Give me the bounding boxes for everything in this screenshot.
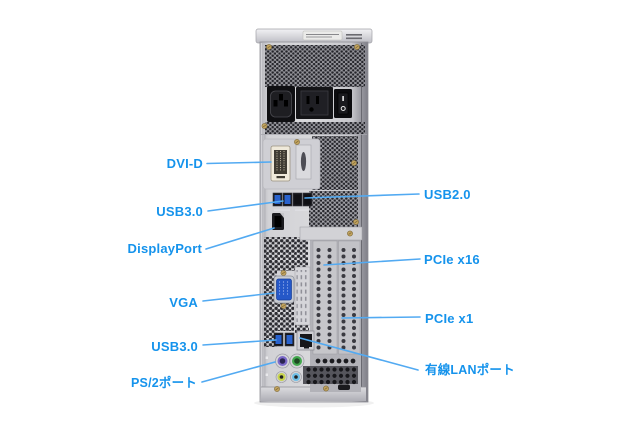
vga-port <box>273 270 295 309</box>
power-switch <box>334 89 352 118</box>
ps2-ports <box>265 353 305 369</box>
expansion-top-rail <box>299 226 363 241</box>
top-vent-mesh <box>265 45 365 134</box>
label-ps2-port: PS/2ポート <box>131 376 197 390</box>
label-vga: VGA <box>169 295 198 310</box>
kensington-lock-slot <box>338 384 350 390</box>
pcie-x16-slot <box>312 240 338 355</box>
power-inlet <box>267 86 295 122</box>
label-usb3-top: USB3.0 <box>156 204 203 219</box>
round-hole-vents <box>264 237 309 347</box>
leader-line-ps2 <box>201 361 276 383</box>
label-usb3-bottom: USB3.0 <box>151 339 198 354</box>
leader-line-usb2 <box>304 193 420 199</box>
pcie-x1-slot <box>338 240 361 355</box>
label-sticker <box>302 30 362 41</box>
audio-jacks <box>265 371 302 383</box>
displayport-port <box>272 213 284 230</box>
leader-lines <box>201 161 421 383</box>
usb2-ports <box>292 192 313 211</box>
label-displayport: DisplayPort <box>127 241 202 256</box>
leader-line-usb3-bottom <box>202 339 277 346</box>
punched-plate <box>294 266 311 326</box>
knockout-plate <box>295 144 312 180</box>
label-pcie-x16: PCIe x16 <box>424 252 480 267</box>
leader-line-lan <box>299 337 419 371</box>
usb3-ports-top <box>272 192 293 211</box>
bottom-vent-block <box>303 358 358 385</box>
label-usb2: USB2.0 <box>424 187 471 202</box>
leader-line-pcie-x16 <box>323 258 421 266</box>
power-outlet-module <box>296 87 333 119</box>
label-wired-lan: 有線LANポート <box>425 363 515 377</box>
leader-line-usb3-top <box>207 200 284 212</box>
usb3-ports-bottom <box>273 332 295 347</box>
leader-line-displayport <box>205 227 275 250</box>
label-dvi-d: DVI-D <box>166 156 203 171</box>
leader-line-vga <box>202 292 275 302</box>
lan-port <box>296 330 315 351</box>
dvi-port <box>270 145 291 182</box>
label-pcie-x1: PCIe x1 <box>425 311 474 326</box>
leader-line-dvi-d <box>206 161 272 165</box>
leader-line-pcie-x1 <box>341 316 421 319</box>
